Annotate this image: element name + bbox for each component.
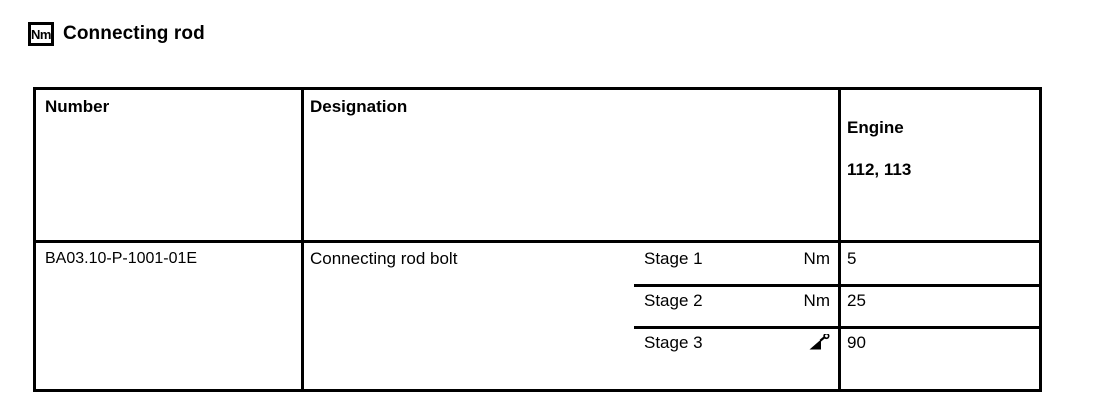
cell-number: BA03.10-P-1001-01E	[45, 250, 198, 267]
column-header-engine-line2: 112, 113	[847, 160, 912, 179]
stage-divider-1	[634, 284, 1039, 287]
cell-stage-value-3: 90	[847, 333, 866, 352]
column-divider-number	[301, 90, 304, 389]
cell-stage-value-1: 5	[847, 249, 857, 268]
page-title-row: Nm Connecting rod	[28, 22, 205, 46]
tightening-angle-icon	[808, 332, 830, 352]
column-header-designation: Designation	[310, 97, 408, 116]
cell-stage-unit-1: Nm	[803, 249, 830, 268]
cell-stage-label-2: Stage 2	[644, 291, 703, 310]
column-divider-unit	[838, 90, 841, 389]
column-header-number: Number	[45, 97, 110, 116]
header-bottom-divider	[36, 240, 1039, 243]
cell-stage-label-3: Stage 3	[644, 333, 703, 352]
column-header-engine-line1: Engine	[847, 118, 904, 137]
torque-specification-table: Number Designation Engine 112, 113 BA03.…	[33, 87, 1042, 392]
cell-designation: Connecting rod bolt	[310, 249, 458, 268]
nm-unit-icon: Nm	[28, 22, 54, 46]
cell-stage-unit-2: Nm	[803, 291, 830, 310]
cell-stage-value-2: 25	[847, 291, 866, 310]
cell-stage-unit-3	[644, 332, 830, 353]
column-header-engine: Engine 112, 113	[847, 96, 911, 201]
page-title: Connecting rod	[63, 23, 205, 44]
stage-divider-2	[634, 326, 1039, 329]
cell-stage-label-1: Stage 1	[644, 249, 703, 268]
